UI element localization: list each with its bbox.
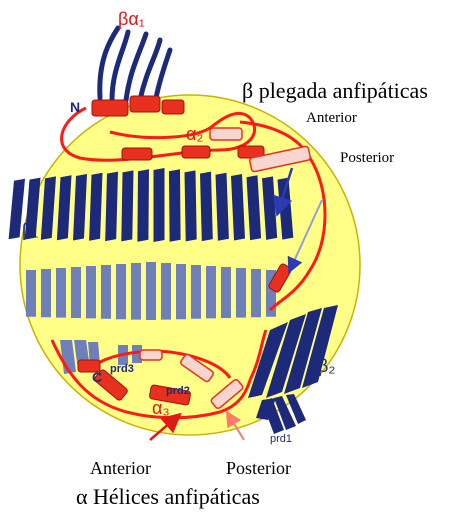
beta1-lower-strand-1: [26, 270, 36, 317]
beta1-lower-strand-9: [146, 262, 156, 320]
beta-alpha1-cluster: [100, 28, 170, 100]
beta1-lower-strand-5: [86, 266, 96, 318]
beta1-lower-strand-4: [71, 267, 81, 318]
beta1-lower-strand-3: [56, 268, 66, 318]
label-c-terminus: C: [92, 369, 102, 385]
label-prd1: prd1: [270, 433, 292, 445]
beta1-lower-strand-2: [41, 269, 51, 317]
beta1-lower-strand-12: [191, 265, 201, 319]
label-beta1: β₁: [22, 220, 38, 240]
label-alpha3: α₃: [152, 398, 170, 418]
beta1-upper-strand-9: [137, 169, 149, 242]
beta1-upper-strand-11: [169, 169, 181, 242]
label-beta2: β₂: [318, 356, 335, 376]
beta1-lower-strand-11: [176, 264, 186, 319]
label-beta-alpha1: βα₁: [118, 9, 145, 29]
beta1-lower-strand-16: [251, 269, 261, 317]
beta-sheet-title: β plegada anfipáticas: [242, 78, 428, 104]
posterior-label-bottom: Posterior: [226, 458, 291, 479]
beta1-lower-strand-6: [101, 265, 111, 319]
posterior-label-top: Posterior: [340, 150, 394, 167]
beta1-lower-strand-14: [221, 267, 231, 318]
beta1-lower-strand-13: [206, 266, 216, 318]
beta1-lower-strand-10: [161, 263, 171, 320]
beta1-upper-strand-7: [105, 172, 118, 242]
beta1-upper-strand-10: [154, 168, 165, 242]
label-n-terminus: N: [70, 99, 80, 115]
beta1-lower-strand-15: [236, 268, 246, 318]
label-alpha2: α₂: [186, 124, 203, 144]
anterior-label-top: Anterior: [306, 110, 357, 127]
label-prd2: prd2: [166, 385, 190, 397]
beta1-upper-strand-12: [185, 170, 197, 241]
beta1-sheet-lower: [26, 262, 276, 320]
alpha-helix-title: α Hélices anfipáticas: [76, 484, 260, 510]
beta1-lower-strand-7: [116, 264, 126, 319]
beta1-upper-strand-8: [121, 170, 133, 241]
beta1-lower-strand-8: [131, 263, 141, 320]
beta1-upper-strand-13: [200, 172, 213, 242]
label-prd3: prd3: [110, 363, 134, 375]
anterior-label-bottom: Anterior: [90, 458, 151, 479]
